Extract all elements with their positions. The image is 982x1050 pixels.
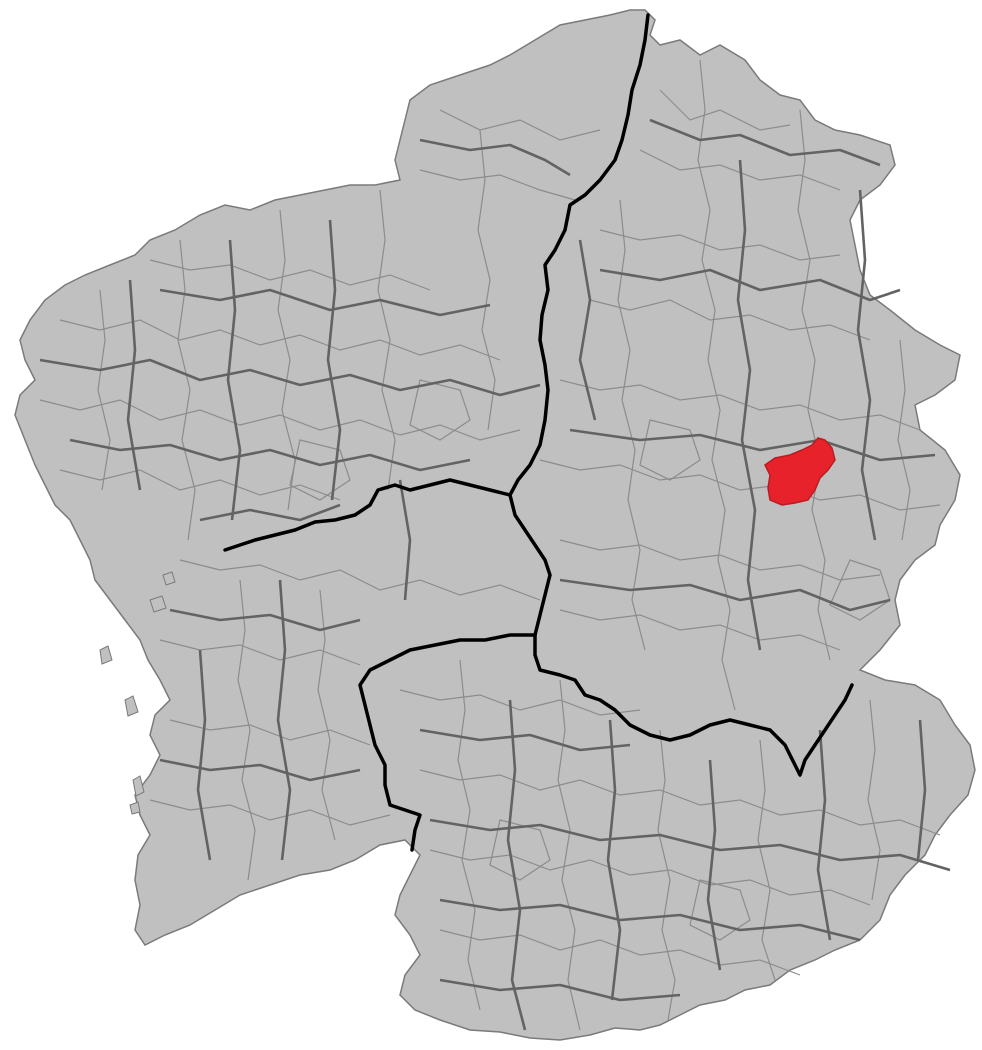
border-pontevedra-ourense [358, 633, 537, 852]
border-coruna-lugo [508, 13, 650, 497]
coastal-islands [99, 571, 176, 815]
land-mass [14, 9, 976, 1041]
border-lugo-ourense [533, 633, 854, 777]
municipality-borders [39, 59, 941, 1031]
province-borders [223, 13, 854, 852]
border-lugo-pontevedra [508, 493, 552, 637]
highlighted-municipality [764, 437, 836, 506]
border-coruna-pontevedra [223, 478, 512, 552]
comarca-borders [39, 118, 951, 1031]
